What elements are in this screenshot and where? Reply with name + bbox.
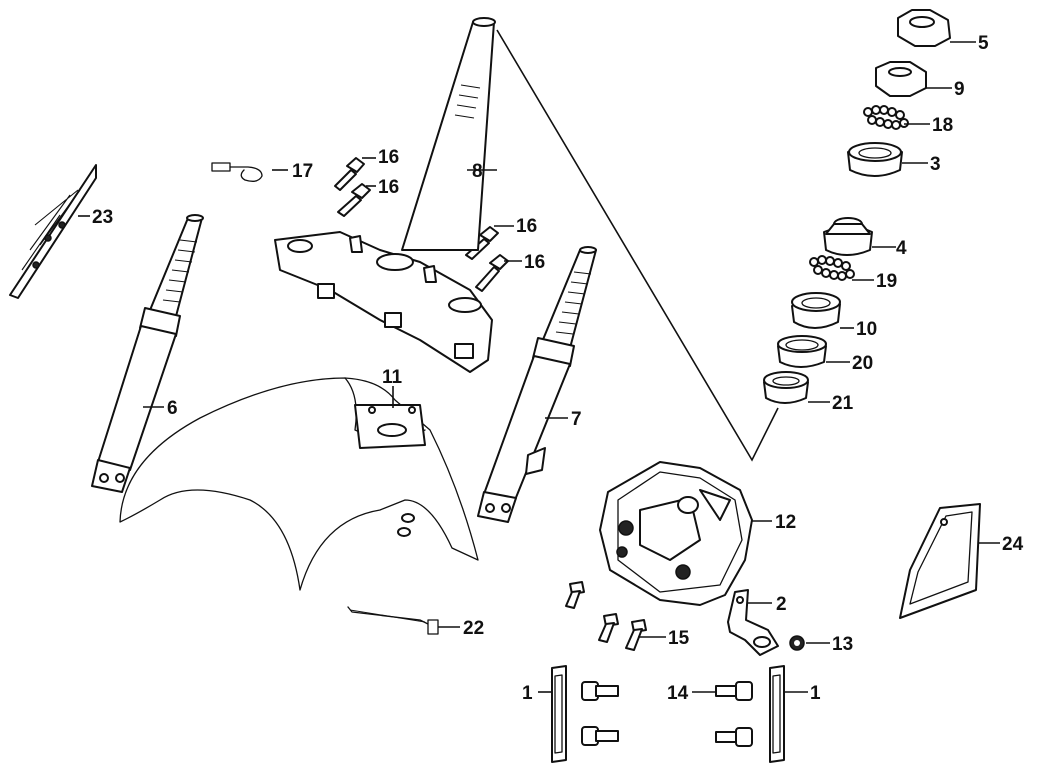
part-18-upper-balls [863,105,909,130]
callout-leaders [78,41,1000,693]
part-13-nut [789,635,805,651]
part-10-lower-cup [791,292,841,329]
part-4-upper-cup [823,217,873,256]
callout-2: 2 [776,594,787,615]
part-17-wire-clip [211,162,263,182]
callout-10: 10 [856,319,877,340]
part-23-left-cover [9,164,97,299]
part-7-right-fork [477,246,597,523]
callout-9: 9 [954,79,965,100]
part-1-side-strips [551,665,785,763]
part-6-left-fork [91,214,204,493]
part-22-cable [347,606,439,635]
callout-15: 15 [668,628,690,649]
callout-21: 21 [832,393,854,414]
part-5-top-nut [897,9,951,47]
part-16-bolts [334,157,509,292]
callout-16-b: 16 [378,177,399,198]
part-9-lock-nut [875,61,927,97]
callout-3: 3 [930,154,941,175]
part-14-pins [581,681,753,747]
part-3-top-race [847,142,903,177]
assembly-guide-line [496,29,779,462]
callout-16-d: 16 [524,252,545,273]
part-2-bracket [727,589,779,656]
callout-20: 20 [852,353,873,374]
callout-19: 19 [876,271,897,292]
callout-6: 6 [167,398,178,419]
callout-11: 11 [382,367,403,388]
callout-7: 7 [571,409,582,430]
callout-17: 17 [292,161,313,182]
callout-13: 13 [832,634,853,655]
callout-24: 24 [1002,534,1024,555]
callout-5: 5 [978,33,989,54]
callout-14: 14 [667,683,689,704]
callout-23: 23 [92,207,113,228]
callout-12: 12 [775,512,796,533]
callout-1-left: 1 [522,683,533,704]
callout-4: 4 [896,238,907,259]
part-24-right-panel [899,503,981,619]
part-19-lower-balls [809,255,855,281]
part-11-front-fender [119,377,479,591]
part-15-screws [565,581,647,651]
callout-16-c: 16 [516,216,537,237]
callout-18: 18 [932,115,953,136]
callout-1-right: 1 [810,683,821,704]
part-8-steering-stem [274,17,496,373]
part-20-bottom-race [777,335,827,368]
callout-labels: 5 9 18 3 4 19 10 20 21 8 17 16 16 16 16 … [92,33,1024,704]
callout-8: 8 [472,161,483,182]
part-21-dust-seal [763,371,809,404]
callout-22: 22 [463,618,484,639]
callout-16-a: 16 [378,147,399,168]
part-12-inner-cover [599,461,753,606]
